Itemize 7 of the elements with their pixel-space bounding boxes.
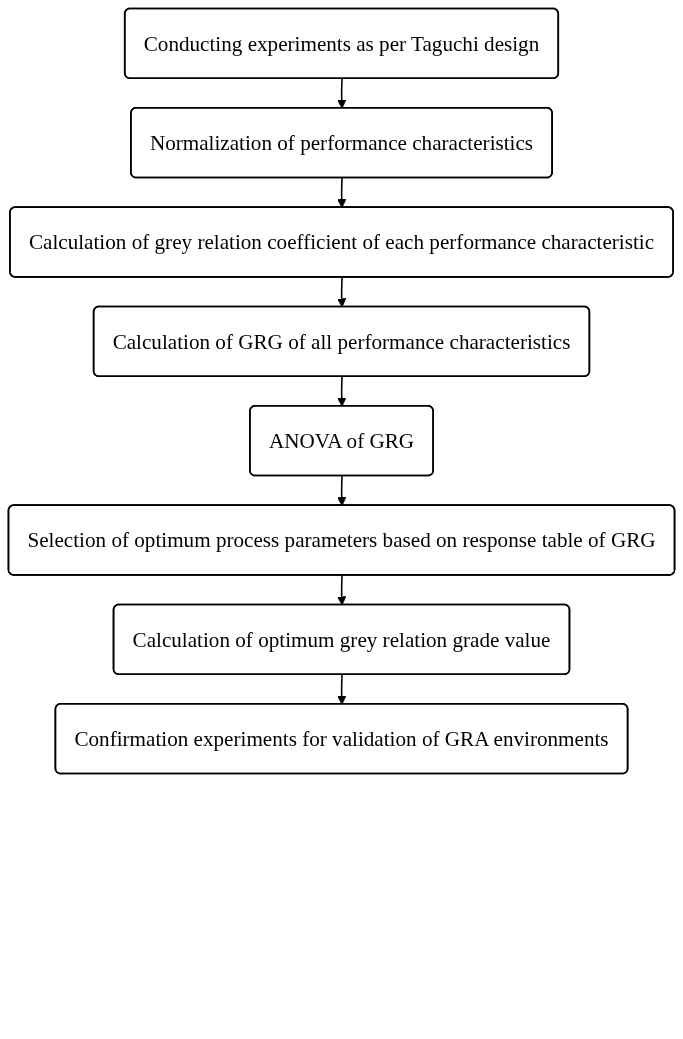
arrow: [337, 574, 347, 606]
arrow: [337, 475, 347, 507]
arrow: [337, 375, 347, 407]
arrow: [337, 177, 347, 209]
arrow: [337, 276, 347, 308]
arrow: [337, 77, 347, 109]
arrow: [337, 673, 347, 705]
